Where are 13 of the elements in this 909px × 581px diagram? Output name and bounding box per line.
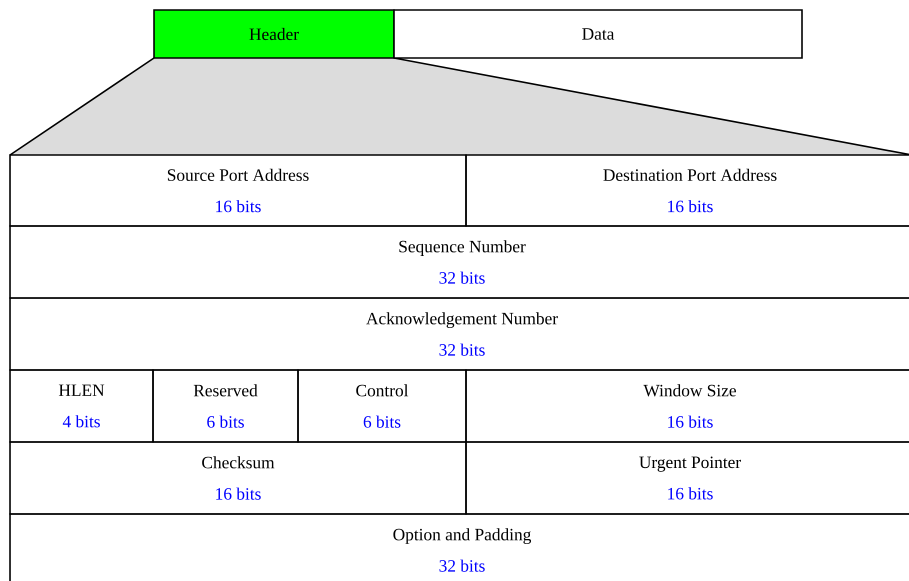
field-cell: Destination Port Address 16 bits bbox=[465, 154, 909, 227]
data-box: Data bbox=[393, 9, 803, 59]
field-cell: Urgent Pointer 16 bits bbox=[465, 441, 909, 515]
field-cell: HLEN 4 bits bbox=[9, 369, 154, 443]
field-cell: Window Size 16 bits bbox=[465, 369, 909, 443]
field-cell: Checksum 16 bits bbox=[9, 441, 467, 515]
field-cell: Option and Padding 32 bits bbox=[9, 513, 909, 581]
field-cell: Acknowledgement Number 32 bits bbox=[9, 297, 909, 371]
field-cell: Sequence Number 32 bits bbox=[9, 225, 909, 299]
header-box: Header bbox=[153, 9, 395, 59]
field-cell: Control 6 bits bbox=[297, 369, 467, 443]
field-cell: Source Port Address 16 bits bbox=[9, 154, 467, 227]
field-cell: Reserved 6 bits bbox=[152, 369, 299, 443]
